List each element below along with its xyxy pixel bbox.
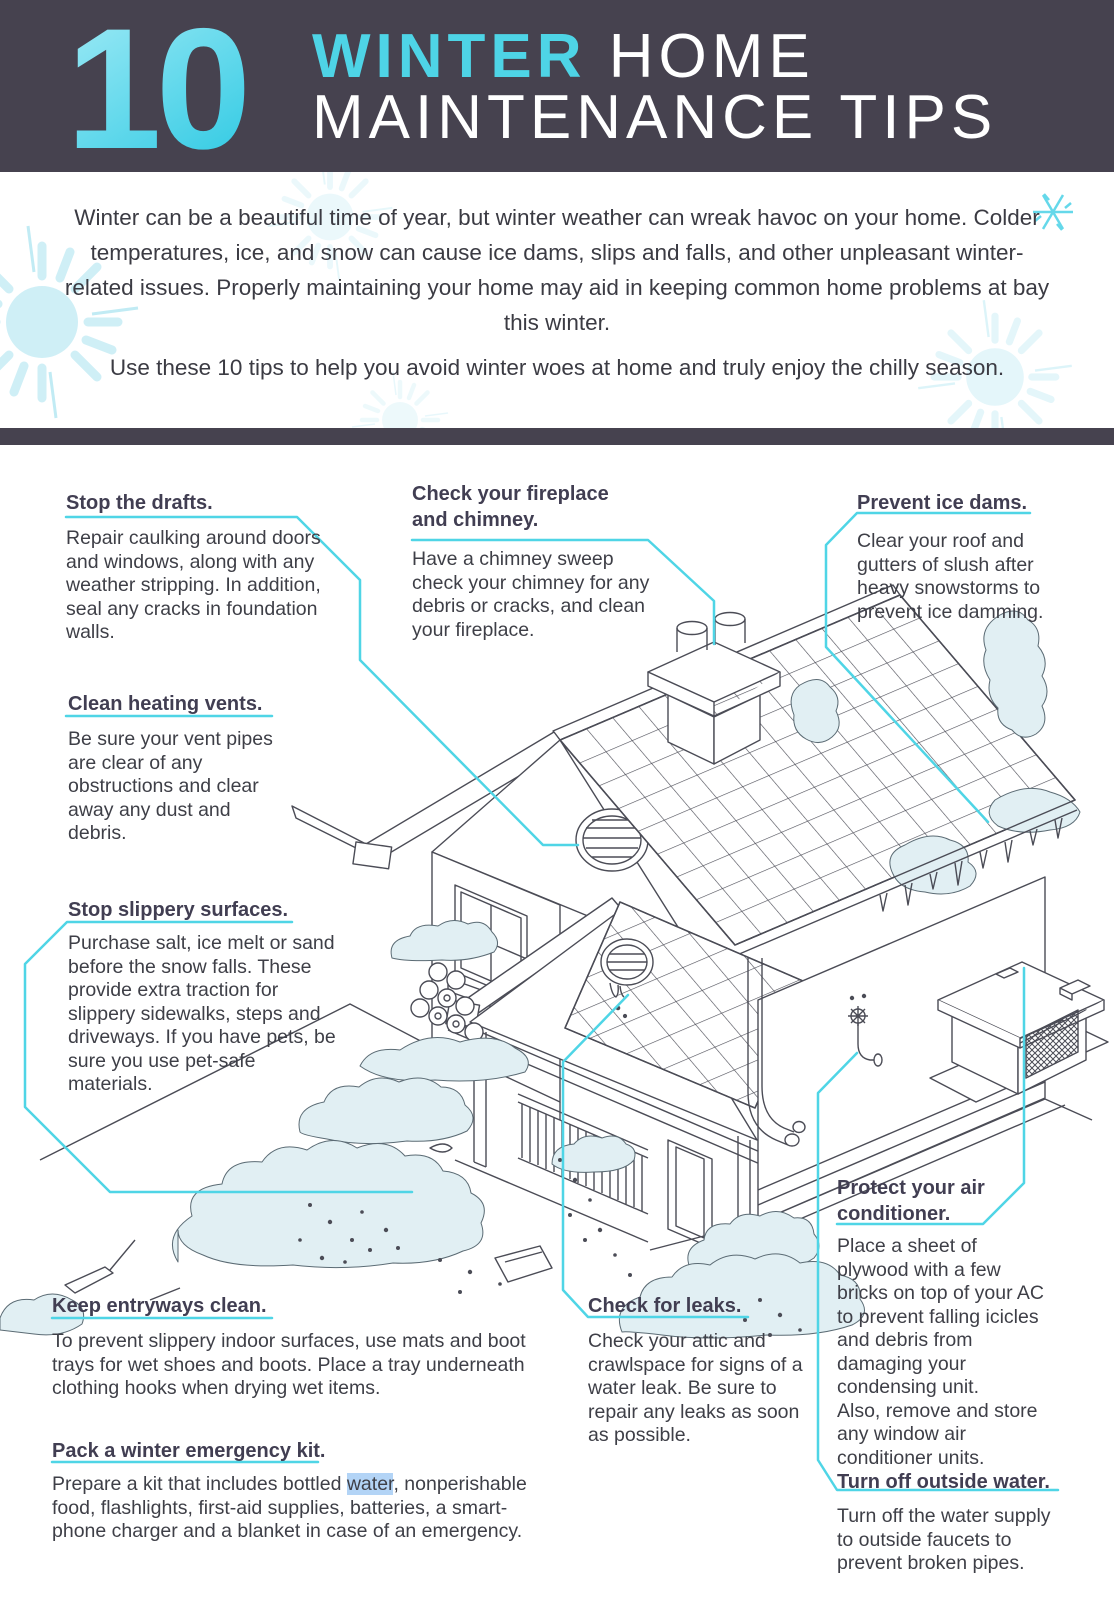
title-line-1: WINTER HOME <box>312 26 997 88</box>
tip-heating-vents-body: Be sure your vent pipes are clear of any… <box>68 728 273 844</box>
tip-title: Stop slippery surfaces. <box>68 899 289 921</box>
kit-highlighted-word: water <box>346 1473 394 1495</box>
intro-paragraph-2: Use these 10 tips to help you avoid wint… <box>109 355 1005 380</box>
gutter-icicles <box>734 799 1078 956</box>
main-roof <box>559 594 1076 946</box>
ac-unit <box>929 961 1109 1103</box>
tip-heating-vents: Clean heating vents. <box>68 691 263 717</box>
number-10-text: 10 <box>66 8 245 168</box>
connector-outside-water <box>816 1051 1060 1492</box>
tip-title: Protect your air conditioner. <box>837 1177 985 1225</box>
tip-ice-dams-body: Clear your roof and gutters of slush aft… <box>857 530 1044 623</box>
tip-outside-water-body: Turn off the water supply to outside fau… <box>837 1505 1051 1574</box>
tip-entryways: Keep entryways clean. <box>52 1293 267 1319</box>
tip-fireplace: Check your fireplace and chimney. <box>412 481 612 533</box>
main-section: Stop the drafts. Repair caulking around … <box>0 445 1114 1608</box>
tip-fireplace-body: Have a chimney sweep check your chimney … <box>412 548 650 641</box>
roof-snow <box>790 610 1081 895</box>
tip-title: Pack a winter emergency kit. <box>52 1440 326 1462</box>
tip-ice-dams: Prevent ice dams. <box>857 490 1027 516</box>
tip-slippery-body: Purchase salt, ice melt or sand before t… <box>68 932 336 1095</box>
tip-stop-drafts: Stop the drafts. <box>66 490 213 516</box>
tip-title: Check for leaks. <box>588 1295 742 1317</box>
tip-title: Keep entryways clean. <box>52 1295 267 1317</box>
tip-ac: Protect your air conditioner. <box>837 1175 987 1227</box>
tip-ac-body: Place a sheet of plywood with a few bric… <box>837 1235 1045 1469</box>
tip-title: Prevent ice dams. <box>857 492 1028 514</box>
kit-body-pre: Prepare a kit that includes bottled <box>52 1473 347 1495</box>
tip-emergency-kit-body: Prepare a kit that includes bottled wate… <box>52 1473 557 1544</box>
house-illustration <box>0 511 1109 1492</box>
big-number-10: 10 <box>66 8 251 168</box>
title-rest: HOME <box>586 22 815 91</box>
header-banner: 10 WINTER HOME MAINTENANCE TIPS <box>0 0 1114 172</box>
divider-bar <box>0 428 1114 445</box>
connector-leaks <box>561 993 750 1319</box>
tip-title: Clean heating vents. <box>68 693 263 715</box>
house-group <box>0 584 1109 1339</box>
tip-entryways-body: To prevent slippery indoor surfaces, use… <box>52 1330 526 1399</box>
intro-paragraph-1: Winter can be a beautiful time of year, … <box>64 205 1050 335</box>
tip-slippery: Stop slippery surfaces. <box>68 897 288 923</box>
kit-body-post: , nonperishable food, flashlights, first… <box>52 1473 527 1542</box>
page-title: WINTER HOME MAINTENANCE TIPS <box>312 26 998 152</box>
tip-leaks: Check for leaks. <box>588 1293 741 1319</box>
porch-vent <box>600 938 654 1019</box>
tip-emergency-kit: Pack a winter emergency kit. <box>52 1438 325 1464</box>
connector-slippery <box>23 920 414 1194</box>
downspout <box>747 958 806 1147</box>
connector-ice-dams <box>824 511 1032 824</box>
title-line-2: MAINTENANCE TIPS <box>312 83 998 152</box>
chimney <box>647 611 781 765</box>
salt-debris <box>64 1143 802 1337</box>
intro-section: Winter can be a beautiful time of year, … <box>0 172 1114 428</box>
firewood <box>390 920 498 1042</box>
tip-title: Turn off outside water. <box>837 1471 1050 1493</box>
tip-outside-water: Turn off outside water. <box>837 1469 1050 1495</box>
tip-stop-drafts-body: Repair caulking around doors and windows… <box>66 527 321 643</box>
tip-title: Stop the drafts. <box>66 492 213 514</box>
tip-leaks-body: Check your attic and crawlspace for sign… <box>588 1330 803 1446</box>
connector-fireplace <box>410 538 716 646</box>
connector-ac <box>835 966 1026 1226</box>
connector-stop-drafts <box>64 515 580 847</box>
title-accent: WINTER <box>312 22 587 91</box>
tip-title: Check your fireplace and chimney. <box>412 483 609 531</box>
attic-vent <box>575 808 649 872</box>
outdoor-faucet <box>848 993 883 1067</box>
